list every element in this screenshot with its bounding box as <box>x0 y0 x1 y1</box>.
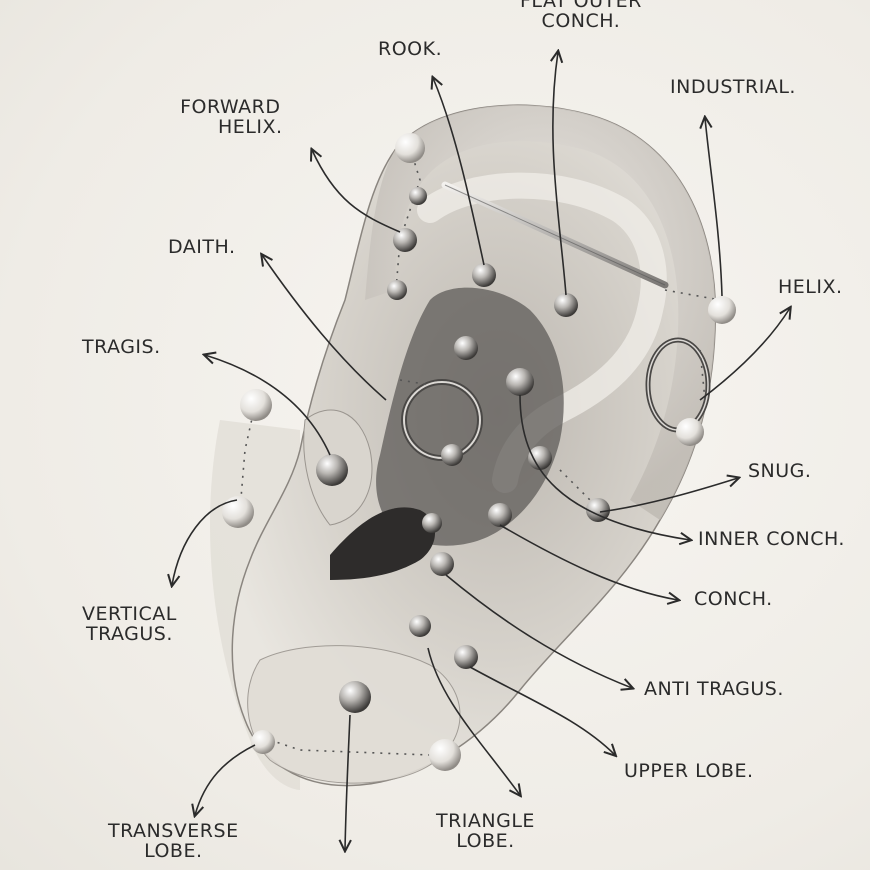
label-tragis: TRAGIS. <box>82 336 161 358</box>
ear-lobe <box>247 645 461 784</box>
label-upper-lobe: UPPER LOBE. <box>624 760 754 782</box>
label-triangle-lobe-line2: LOBE. <box>456 829 515 852</box>
label-triangle-lobe: TRIANGLE LOBE. <box>436 810 535 852</box>
label-daith: DAITH. <box>168 236 236 258</box>
label-rook: ROOK. <box>378 38 443 60</box>
label-vertical-tragus: VERTICAL TRAGUS. <box>82 603 177 645</box>
label-anti-tragus: ANTI TRAGUS. <box>644 678 784 700</box>
label-flat-outer-conch-line1: FLAT OUTER <box>520 0 642 12</box>
label-forward-helix-line2: HELIX. <box>218 115 283 138</box>
label-transverse-lobe-line1: TRANSVERSE <box>108 820 239 842</box>
label-vertical-tragus-line2: TRAGUS. <box>85 622 173 645</box>
label-transverse-lobe-line2: LOBE. <box>144 839 203 862</box>
callout-arrows <box>172 52 790 850</box>
label-forward-helix-line1: FORWARD <box>180 96 281 118</box>
label-forward-helix: FORWARD HELIX. <box>178 96 283 138</box>
label-triangle-lobe-line1: TRIANGLE <box>436 810 535 832</box>
label-transverse-lobe: TRANSVERSE LOBE. <box>108 820 239 862</box>
placement-guides <box>239 147 721 756</box>
label-helix: HELIX. <box>778 276 843 298</box>
label-industrial: INDUSTRIAL. <box>670 76 796 98</box>
label-conch: CONCH. <box>694 588 773 610</box>
ear-canal <box>330 507 435 580</box>
label-vertical-tragus-line1: VERTICAL <box>82 603 177 625</box>
label-flat-outer-conch-line2: CONCH. <box>541 9 621 32</box>
piercing-jewelry <box>222 133 736 771</box>
label-flat-outer-conch: FLAT OUTER CONCH. <box>520 0 642 32</box>
concha <box>376 287 564 546</box>
label-snug: SNUG. <box>748 460 812 482</box>
label-inner-conch: INNER CONCH. <box>698 528 845 550</box>
